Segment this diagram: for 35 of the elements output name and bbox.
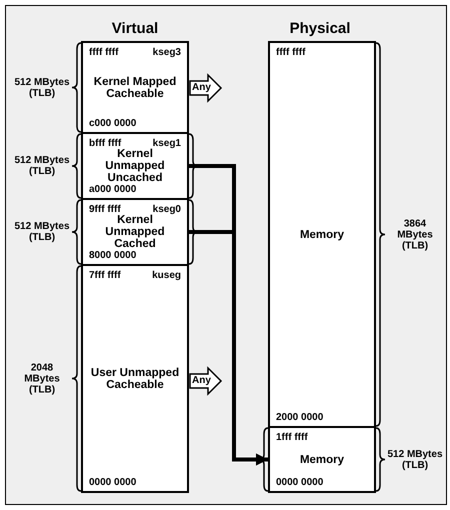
address-label: 8000 0000 xyxy=(89,250,136,261)
segment-description: Kernel Unmapped Uncached xyxy=(104,148,165,184)
segment-name-label: kseg0 xyxy=(152,204,181,215)
column-heading: Physical xyxy=(290,20,350,37)
edge-label: Any xyxy=(192,82,211,93)
segment-name-label: kuseg xyxy=(152,270,181,281)
size-label: 512 MBytes (TLB) xyxy=(387,448,443,470)
address-label: ffff ffff xyxy=(89,47,118,58)
address-label: 0000 0000 xyxy=(276,477,324,488)
connector-arrow xyxy=(189,230,268,466)
address-label: 7fff ffff xyxy=(89,270,121,281)
segment-name-label: kseg3 xyxy=(152,47,181,58)
block-arrow xyxy=(189,73,222,103)
address-label: 1fff ffff xyxy=(276,432,308,443)
memory-label: Memory xyxy=(298,454,346,466)
edge-label: Any xyxy=(192,375,211,386)
size-label: 512 MBytes (TLB) xyxy=(14,76,70,98)
column-heading: Virtual xyxy=(112,20,158,37)
size-label: 512 MBytes (TLB) xyxy=(14,155,70,177)
address-label: bfff ffff xyxy=(89,138,122,149)
segment-description: User Unmapped Cacheable xyxy=(90,366,180,390)
address-label: c000 0000 xyxy=(89,118,136,129)
address-label: 0000 0000 xyxy=(89,477,136,488)
address-label: ffff ffff xyxy=(276,47,306,58)
address-label: 2000 0000 xyxy=(276,412,324,423)
size-label: 512 MBytes (TLB) xyxy=(14,221,70,243)
segment-description: Kernel Unmapped Cached xyxy=(104,214,165,250)
address-label: a000 0000 xyxy=(89,184,136,195)
size-label: 3864 MBytes (TLB) xyxy=(396,218,434,251)
segment-name-label: kseg1 xyxy=(152,138,181,149)
address-label: 9fff ffff xyxy=(89,204,121,215)
segment-description: Kernel Mapped Cacheable xyxy=(92,76,178,100)
memory-label: Memory xyxy=(298,228,346,240)
size-label: 2048 MBytes (TLB) xyxy=(23,362,61,395)
block-arrow xyxy=(189,366,222,396)
